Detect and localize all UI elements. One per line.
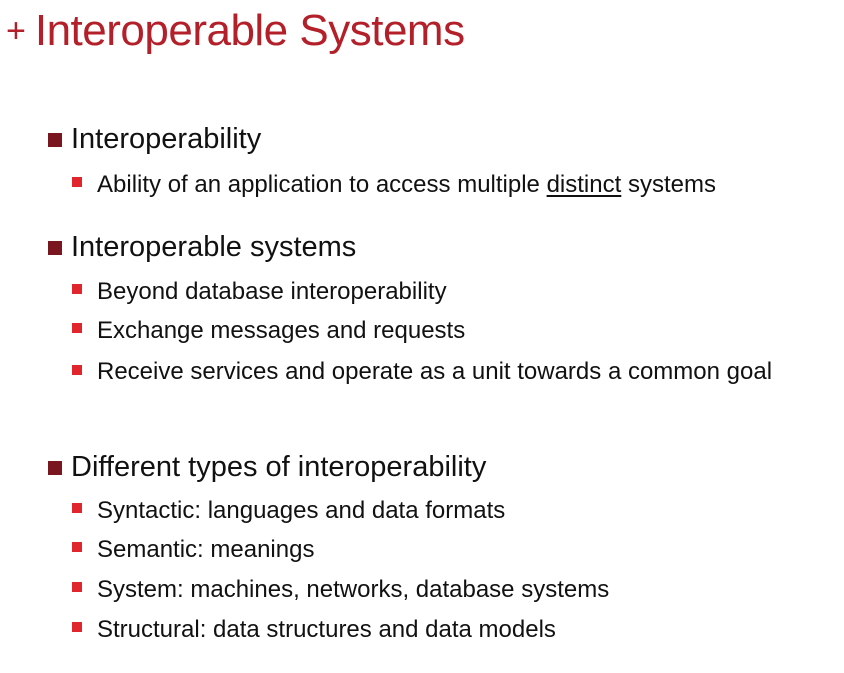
sub-bullet-text-part: Ability of an application to access mult… bbox=[97, 171, 547, 198]
sub-bullet: Semantic: meanings bbox=[72, 533, 314, 567]
sub-bullet-text: Beyond database interoperability bbox=[97, 278, 447, 305]
sub-bullet-square-icon bbox=[72, 323, 82, 333]
bullet-heading: Interoperability bbox=[71, 123, 262, 155]
slide-title-text: Interoperable Systems bbox=[34, 6, 465, 55]
sub-bullet-text: Syntactic: languages and data formats bbox=[97, 497, 506, 524]
sub-bullet: Receive services and operate as a unit t… bbox=[72, 356, 837, 387]
sub-bullet: Ability of an application to access mult… bbox=[72, 168, 716, 202]
sub-bullet-text: Exchange messages and requests bbox=[97, 317, 466, 344]
sub-bullet-square-icon bbox=[72, 284, 82, 294]
bullet-square-icon bbox=[48, 460, 62, 475]
bullet-interoperability: Interoperability bbox=[48, 125, 261, 154]
sub-bullet-text-part: systems bbox=[621, 171, 716, 198]
sub-bullet-square-icon bbox=[72, 503, 82, 513]
sub-bullet-text: Ability of an application to access mult… bbox=[97, 168, 716, 202]
sub-bullet: Syntactic: languages and data formats bbox=[72, 494, 505, 528]
bullet-interoperable-systems: Interoperable systems bbox=[48, 233, 356, 262]
sub-bullet-square-icon bbox=[72, 542, 82, 552]
sub-bullet-text: Structural: data structures and data mod… bbox=[97, 616, 556, 643]
underlined-word: distinct bbox=[546, 171, 622, 198]
plus-icon: + bbox=[6, 12, 26, 50]
sub-bullet: Beyond database interoperability bbox=[72, 275, 447, 309]
sub-bullet-square-icon bbox=[72, 582, 82, 592]
sub-bullet: System: machines, networks, database sys… bbox=[72, 573, 609, 607]
sub-bullet-square-icon bbox=[72, 365, 82, 375]
sub-bullet-text: Receive services and operate as a unit t… bbox=[97, 358, 773, 385]
sub-bullet-text: Semantic: meanings bbox=[97, 536, 315, 563]
sub-bullet: Exchange messages and requests bbox=[72, 314, 465, 348]
bullet-square-icon bbox=[48, 240, 62, 255]
bullet-square-icon bbox=[48, 132, 62, 147]
bullet-heading: Interoperable systems bbox=[71, 231, 357, 263]
slide-title: + Interoperable Systems bbox=[6, 0, 465, 62]
bullet-heading: Different types of interoperability bbox=[71, 451, 487, 483]
sub-bullet-text: System: machines, networks, database sys… bbox=[97, 576, 610, 603]
sub-bullet: Structural: data structures and data mod… bbox=[72, 613, 556, 647]
bullet-types-of-interoperability: Different types of interoperability bbox=[48, 453, 486, 482]
sub-bullet-square-icon bbox=[72, 622, 82, 632]
sub-bullet-square-icon bbox=[72, 177, 82, 187]
